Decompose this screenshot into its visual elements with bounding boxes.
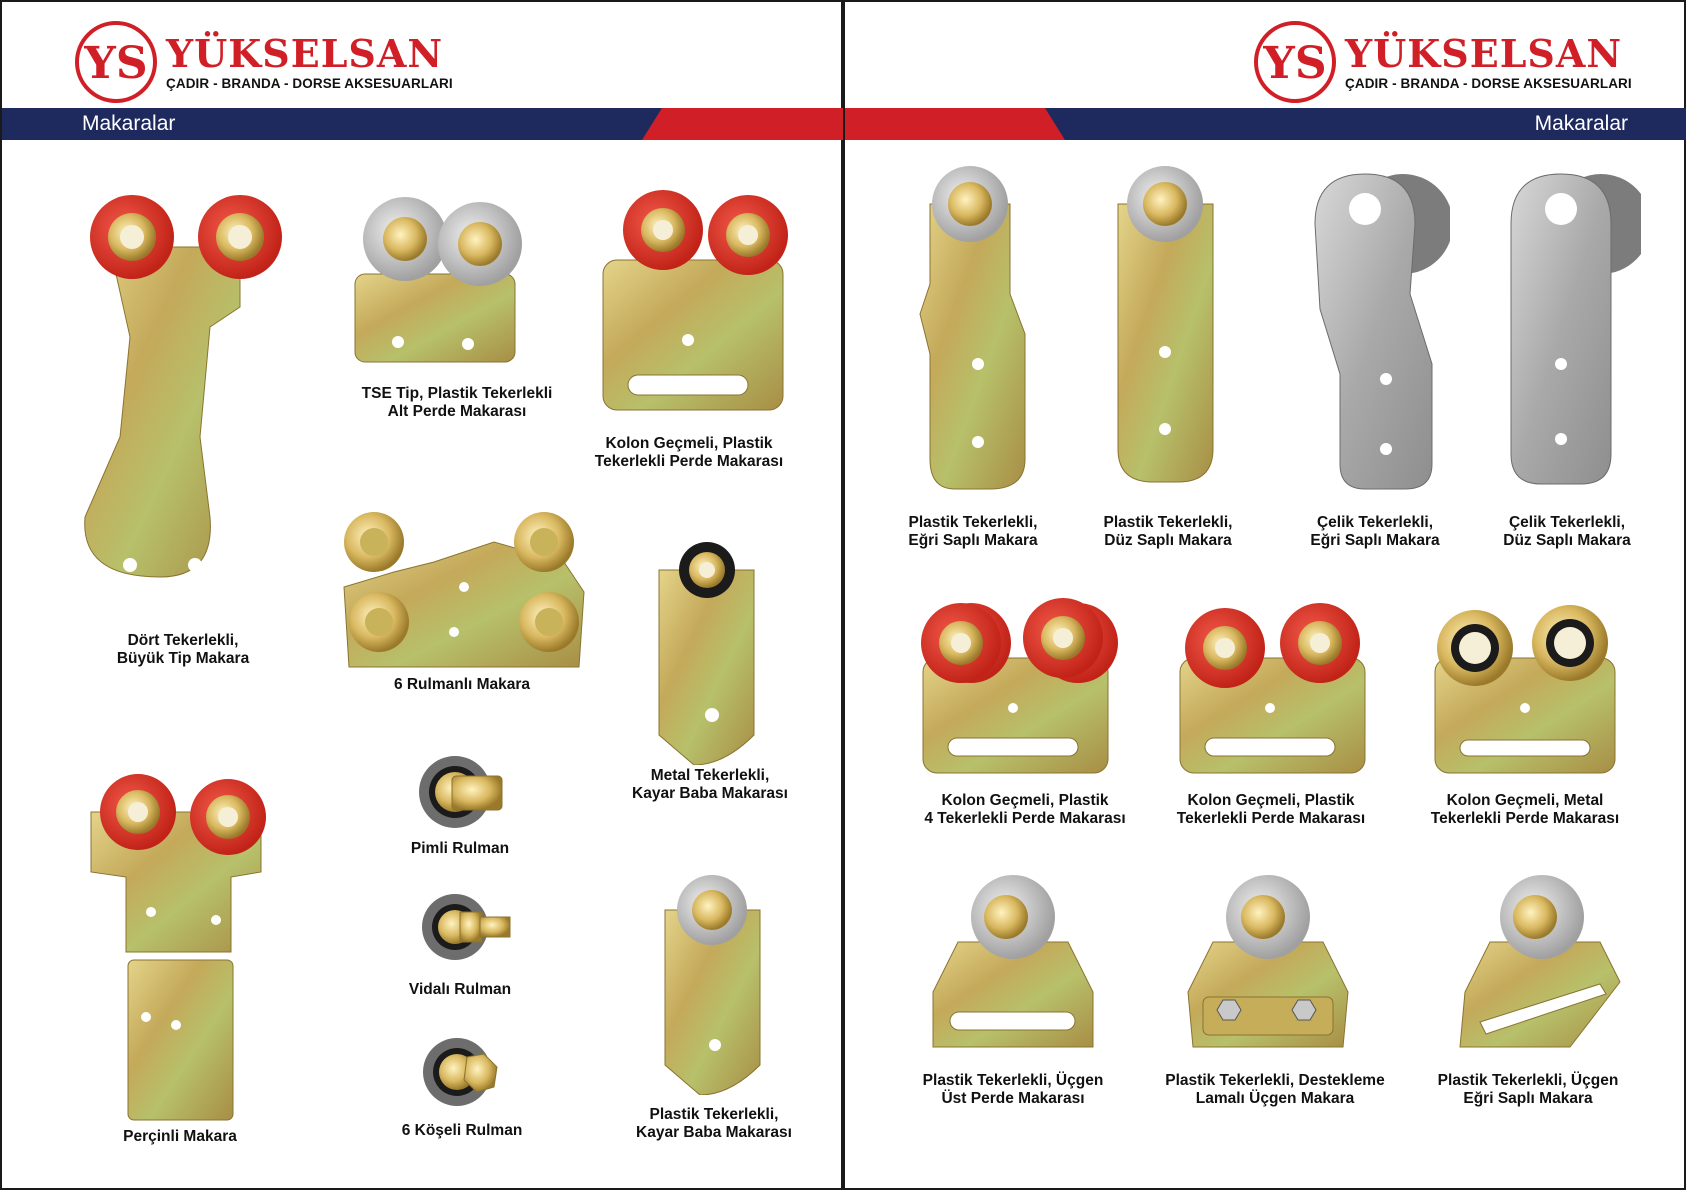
caption-metal-kayar-baba: Metal Tekerlekli,Kayar Baba Makarası — [632, 767, 788, 802]
brand-logo: YS YÜKSELSAN ÇADIR - BRANDA - DORSE AKSE… — [74, 20, 453, 104]
brand-tagline: ÇADIR - BRANDA - DORSE AKSESUARLARI — [166, 75, 453, 91]
brand-name: YÜKSELSAN — [166, 30, 444, 76]
product-image-destekleme-lamali — [1183, 872, 1353, 1057]
brand-emblem-icon: YS — [75, 21, 157, 103]
product-image-vidali-rulman — [420, 890, 515, 965]
brand-logo-right: YS YÜKSELSAN ÇADIR - BRANDA - DORSE AKSE… — [1253, 20, 1632, 104]
product-image-celik-egri-sapli — [1300, 164, 1450, 494]
section-title: Makaralar — [82, 112, 176, 135]
product-image-6-rulmanli — [334, 502, 594, 677]
caption-6-koseli-rulman: 6 Köşeli Rulman — [401, 1122, 523, 1139]
brand-emblem-icon: YS — [1254, 21, 1336, 103]
product-image-kolon-4-tekerlekli — [913, 598, 1123, 778]
brand-tagline: ÇADIR - BRANDA - DORSE AKSESUARLARI — [1345, 75, 1632, 91]
product-image-tse-tip — [350, 194, 540, 369]
product-image-6-koseli-rulman — [422, 1032, 507, 1112]
band-red-accent — [642, 108, 845, 140]
product-image-plastik-duz-sapli — [1113, 164, 1223, 484]
brand-name: YÜKSELSAN — [1345, 30, 1623, 76]
caption-pimli-rulman: Pimli Rulman — [410, 840, 510, 857]
section-band: Makaralar — [2, 108, 845, 140]
left-page: YS YÜKSELSAN ÇADIR - BRANDA - DORSE AKSE… — [0, 0, 845, 1190]
product-image-percinli — [86, 772, 286, 1122]
band-red-accent — [845, 108, 1065, 140]
caption-percinli: Perçinli Makara — [123, 1128, 237, 1145]
caption-plastik-duz-sapli: Plastik Tekerlekli,Düz Saplı Makara — [1103, 514, 1233, 549]
brand-monogram: YS — [1262, 38, 1326, 89]
product-image-plastik-kayar-baba — [660, 875, 770, 1095]
caption-plastik-kayar-baba: Plastik Tekerlekli,Kayar Baba Makarası — [636, 1106, 792, 1141]
caption-dort-tekerlekli: Dört Tekerlekli,Büyük Tip Makara — [116, 632, 250, 667]
product-image-ucgen-egri-sapli — [1450, 872, 1625, 1052]
section-title: Makaralar — [1534, 112, 1628, 135]
caption-celik-duz-sapli: Çelik Tekerlekli,Düz Saplı Makara — [1503, 514, 1631, 549]
brand-monogram: YS — [83, 38, 147, 89]
caption-vidali-rulman: Vidalı Rulman — [408, 981, 512, 998]
product-image-kolon-metal — [1425, 598, 1625, 778]
product-image-ucgen-ust-perde — [928, 872, 1098, 1052]
product-image-kolon-plastik-right — [1170, 598, 1380, 778]
right-page: YS YÜKSELSAN ÇADIR - BRANDA - DORSE AKSE… — [843, 0, 1686, 1190]
product-image-plastik-egri-sapli — [915, 164, 1035, 494]
product-image-metal-kayar-baba — [654, 540, 764, 765]
product-image-celik-duz-sapli — [1501, 164, 1641, 489]
product-image-dort-tekerlekli — [70, 187, 300, 587]
caption-celik-egri-sapli: Çelik Tekerlekli,Eğri Saplı Makara — [1310, 514, 1440, 549]
section-band-right: Makaralar — [845, 108, 1686, 140]
caption-plastik-egri-sapli: Plastik Tekerlekli,Eğri Saplı Makara — [908, 514, 1038, 549]
caption-6-rulmanli: 6 Rulmanlı Makara — [393, 676, 531, 693]
product-image-pimli-rulman — [417, 750, 512, 835]
product-image-kolon-gecmeli-plastik — [598, 190, 798, 420]
